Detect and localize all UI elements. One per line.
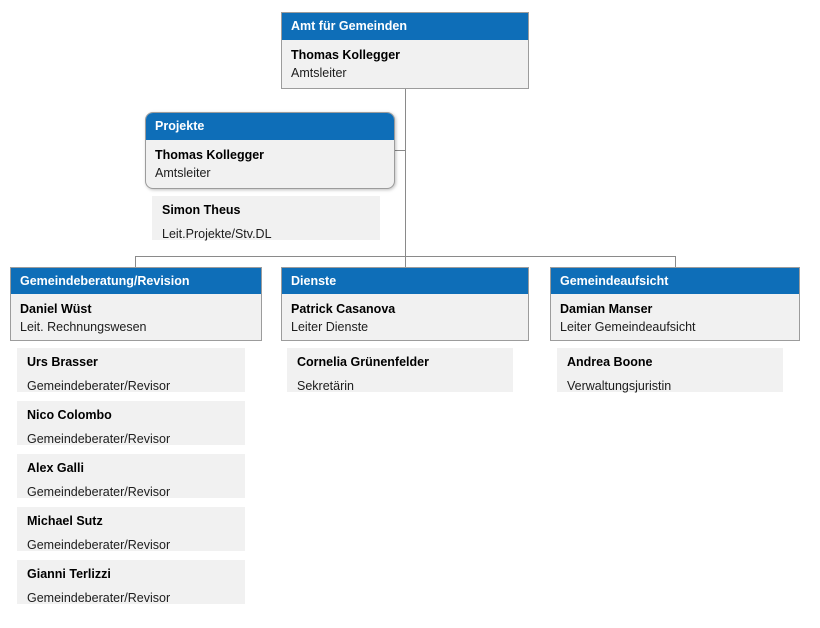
org-node-dienste: Dienste Patrick Casanova Leiter Dienste <box>281 267 529 341</box>
person-role: Amtsleiter <box>291 66 347 80</box>
member-name: Andrea Boone <box>567 355 653 369</box>
member-card: Simon Theus Leit.Projekte/Stv.DL <box>152 196 380 241</box>
member-name: Urs Brasser <box>27 355 98 369</box>
member-name: Nico Colombo <box>27 408 112 422</box>
org-node-body: Damian Manser Leiter Gemeindeaufsicht <box>551 294 799 336</box>
org-node-gemeindeaufsicht: Gemeindeaufsicht Damian Manser Leiter Ge… <box>550 267 800 341</box>
person-role: Leit. Rechnungswesen <box>20 320 147 334</box>
member-role: Gemeindeberater/Revisor <box>27 485 171 499</box>
member-name: Simon Theus <box>162 203 241 217</box>
org-node-body: Thomas Kollegger Amtsleiter <box>146 140 394 182</box>
member-name: Gianni Terlizzi <box>27 567 111 581</box>
person-name: Thomas Kollegger <box>155 148 265 162</box>
connector-projekte-stub <box>394 150 406 151</box>
person-name: Daniel Wüst <box>20 302 92 316</box>
org-node-title: Gemeindeaufsicht <box>551 268 799 294</box>
person-role: Leiter Dienste <box>291 320 369 334</box>
member-role: Leit.Projekte/Stv.DL <box>162 227 272 241</box>
org-node-title: Gemeindeberatung/Revision <box>11 268 261 294</box>
member-role: Sekretärin <box>297 379 354 393</box>
org-node-amt-fuer-gemeinden: Amt für Gemeinden Thomas Kollegger Amtsl… <box>281 12 529 89</box>
member-role: Gemeindeberater/Revisor <box>27 591 171 605</box>
connector-branches-horizontal <box>135 256 676 257</box>
person-name: Thomas Kollegger <box>291 48 401 62</box>
member-role: Gemeindeberater/Revisor <box>27 432 171 446</box>
member-card: Urs Brasser Gemeindeberater/Revisor <box>17 348 245 393</box>
org-node-title: Dienste <box>282 268 528 294</box>
org-node-body: Patrick Casanova Leiter Dienste <box>282 294 528 336</box>
connector-root-vertical <box>405 89 406 267</box>
member-card: Nico Colombo Gemeindeberater/Revisor <box>17 401 245 446</box>
org-node-body: Daniel Wüst Leit. Rechnungswesen <box>11 294 261 336</box>
org-node-gemeindeberatung-revision: Gemeindeberatung/Revision Daniel Wüst Le… <box>10 267 262 341</box>
org-node-title: Amt für Gemeinden <box>282 13 528 40</box>
member-card: Gianni Terlizzi Gemeindeberater/Revisor <box>17 560 245 605</box>
member-role: Verwaltungsjuristin <box>567 379 672 393</box>
person-name: Patrick Casanova <box>291 302 396 316</box>
org-node-body: Thomas Kollegger Amtsleiter <box>282 40 528 82</box>
member-name: Alex Galli <box>27 461 84 475</box>
member-name: Michael Sutz <box>27 514 103 528</box>
member-role: Gemeindeberater/Revisor <box>27 379 171 393</box>
connector-left-branch-stub <box>135 256 136 267</box>
member-card: Alex Galli Gemeindeberater/Revisor <box>17 454 245 499</box>
member-card: Michael Sutz Gemeindeberater/Revisor <box>17 507 245 552</box>
member-card: Andrea Boone Verwaltungsjuristin <box>557 348 783 393</box>
person-role: Leiter Gemeindeaufsicht <box>560 320 696 334</box>
member-role: Gemeindeberater/Revisor <box>27 538 171 552</box>
person-role: Amtsleiter <box>155 166 211 180</box>
org-node-projekte: Projekte Thomas Kollegger Amtsleiter <box>145 112 395 189</box>
connector-right-branch-stub <box>675 256 676 267</box>
member-card: Cornelia Grünenfelder Sekretärin <box>287 348 513 393</box>
member-name: Cornelia Grünenfelder <box>297 355 429 369</box>
org-node-title: Projekte <box>146 113 394 140</box>
person-name: Damian Manser <box>560 302 653 316</box>
